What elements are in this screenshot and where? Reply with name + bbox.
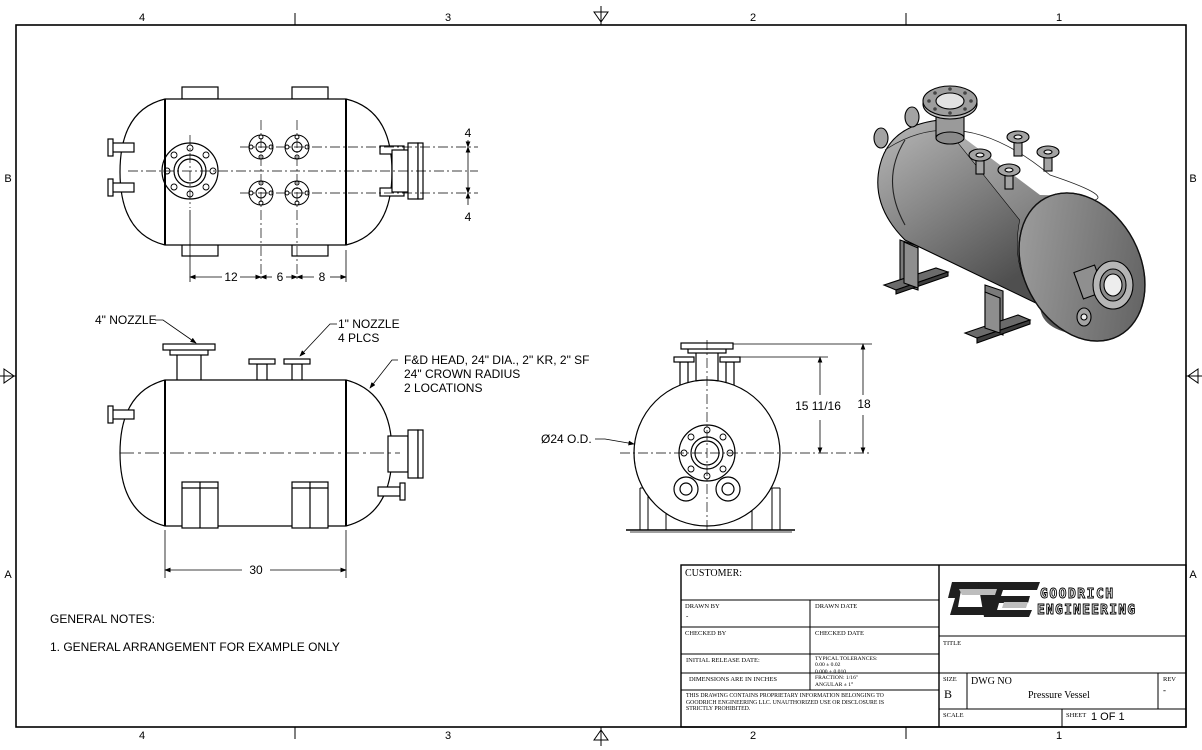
title-block-grid [680, 564, 1187, 728]
rev-value: - [1163, 685, 1166, 695]
general-notes: GENERAL NOTES: 1. GENERAL ARRANGEMENT FO… [50, 612, 340, 668]
size-value: B [944, 687, 953, 701]
drawn-date-label: DRAWN DATE [815, 603, 858, 610]
zone-left-b: B [4, 173, 11, 185]
proprietary-notice: THIS DRAWING CONTAINS PROPRIETARY INFORM… [686, 693, 884, 713]
note-item-1: 1. GENERAL ARRANGEMENT FOR EXAMPLE ONLY [50, 640, 340, 654]
dim-4-upper: 4 [465, 126, 472, 140]
proprietary-line-3: STRICTLY PROHIBITED. [686, 706, 751, 713]
dwg-no-label: DWG NO [971, 676, 1012, 687]
zone-top-3: 3 [445, 12, 451, 24]
drawn-by-value: - [686, 612, 689, 620]
drawn-by-label: DRAWN BY [685, 603, 720, 610]
drawing-title: Pressure Vessel [1028, 690, 1090, 701]
dim-diameter: Ø24 O.D. [541, 432, 592, 446]
dim-15-11-16: 15 11/16 [795, 399, 841, 413]
zone-top-4: 4 [139, 12, 145, 24]
isometric-view [873, 85, 1146, 344]
zone-bottom-3: 3 [445, 730, 451, 742]
proprietary-line-1: THIS DRAWING CONTAINS PROPRIETARY INFORM… [686, 693, 884, 699]
sheet-value: 1 OF 1 [1091, 711, 1125, 723]
callout-1in-nozzle: 1" NOZZLE [338, 317, 400, 331]
sheet-border [0, 6, 1202, 746]
size-label: SIZE [943, 676, 957, 683]
zone-right-b: B [1189, 173, 1196, 185]
callout-head-radius: 24" CROWN RADIUS [404, 367, 520, 381]
notes-title: GENERAL NOTES: [50, 612, 155, 626]
tolerance-fraction: FRACTION: 1/16" [815, 675, 859, 682]
company-logo: GOODRICH ENGINEERING [948, 582, 1136, 618]
initial-release-label: INITIAL RELEASE DATE: [686, 657, 760, 664]
checked-date-label: CHECKED DATE [815, 630, 864, 637]
zone-top-1: 1 [1056, 12, 1062, 24]
top-view-dimensions: 12 6 8 4 4 [224, 126, 471, 284]
end-view-labels: 15 11/16 18 Ø24 O.D. [541, 397, 871, 446]
callout-1in-nozzle-count: 4 PLCS [338, 331, 379, 345]
typical-tolerances: TYPICAL TOLERANCES: 0.00 ± 0.02 0.000 ± … [815, 656, 878, 688]
dim-8: 8 [319, 270, 326, 284]
zone-right-a: A [1189, 569, 1197, 581]
zone-markers: 4 3 2 1 4 3 2 1 B A B A [4, 12, 1197, 742]
tolerance-2-place: 0.00 ± 0.02 [815, 662, 841, 669]
callout-head: F&D HEAD, 24" DIA., 2" KR, 2" SF [404, 353, 590, 367]
title-label: TITLE [943, 640, 962, 647]
front-view [107, 319, 424, 578]
logo-text-goodrich: GOODRICH [1040, 587, 1115, 602]
zone-left-a: A [4, 569, 12, 581]
checked-by-label: CHECKED BY [685, 630, 727, 637]
customer-label: CUSTOMER: [685, 568, 743, 579]
dim-30: 30 [249, 563, 263, 577]
dim-18: 18 [857, 397, 871, 411]
tolerance-angular: ANGULAR ± 1° [815, 681, 854, 688]
tolerance-3-place: 0.000 ± 0.010 [815, 668, 847, 675]
zone-bottom-4: 4 [139, 730, 145, 742]
dim-12: 12 [224, 270, 238, 284]
rev-label: REV [1163, 676, 1176, 683]
zone-bottom-2: 2 [750, 730, 756, 742]
zone-bottom-1: 1 [1056, 730, 1062, 742]
logo-text-engineering: ENGINEERING [1037, 603, 1136, 618]
front-view-labels: 30 4" NOZZLE 1" NOZZLE 4 PLCS F&D HEAD, … [95, 313, 590, 577]
callout-4in-nozzle: 4" NOZZLE [95, 313, 157, 327]
tolerance-title: TYPICAL TOLERANCES: [815, 656, 878, 662]
sheet-label: SHEET [1066, 712, 1087, 719]
dimensions-units: DIMENSIONS ARE IN INCHES [689, 676, 777, 683]
callout-head-locations: 2 LOCATIONS [404, 381, 482, 395]
proprietary-line-2: GOODRICH ENGINEERING LLC. UNAUTHORIZED U… [686, 699, 885, 706]
dim-4-lower: 4 [465, 210, 472, 224]
end-view [595, 340, 872, 533]
zone-top-2: 2 [750, 12, 756, 24]
scale-label: SCALE [943, 712, 964, 719]
dim-6: 6 [277, 270, 284, 284]
top-view [107, 86, 478, 282]
